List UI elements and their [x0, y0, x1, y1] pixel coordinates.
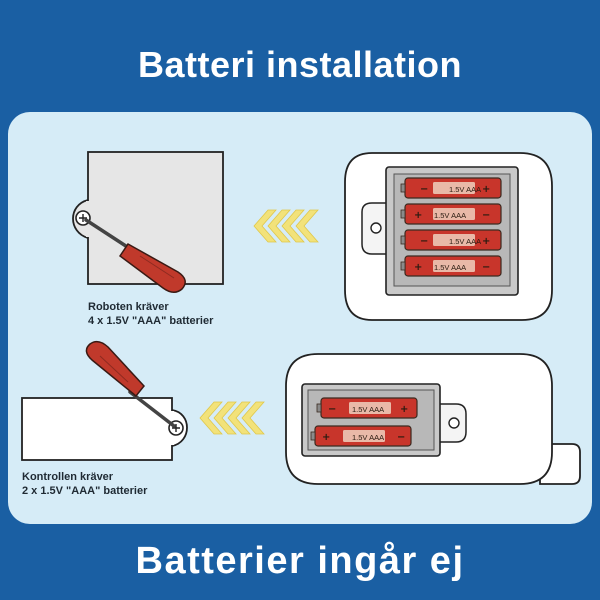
- svg-text:−: −: [420, 184, 428, 195]
- robot-caption: Roboten kräver 4 x 1.5V "AAA" batterier: [88, 300, 213, 328]
- controller-insert-arrows: [199, 401, 265, 435]
- svg-text:1.5V AAA: 1.5V AAA: [434, 263, 466, 272]
- svg-text:1.5V AAA: 1.5V AAA: [352, 433, 384, 442]
- battery: − 1.5V AAA +: [400, 229, 502, 251]
- svg-text:+: +: [482, 236, 490, 247]
- svg-text:+: +: [400, 404, 408, 415]
- svg-text:+: +: [414, 262, 422, 273]
- robot-caption-line2: 4 x 1.5V "AAA" batterier: [88, 315, 214, 327]
- battery: + 1.5V AAA −: [310, 425, 412, 447]
- svg-text:−: −: [328, 404, 336, 415]
- svg-text:1.5V AAA: 1.5V AAA: [449, 237, 481, 246]
- controller-cover-plate: [21, 397, 188, 461]
- controller-battery-housing: [285, 353, 581, 485]
- svg-text:1.5V AAA: 1.5V AAA: [449, 185, 481, 194]
- controller-caption-line2: 2 x 1.5V "AAA" batterier: [22, 485, 148, 497]
- robot-caption-line1: Roboten kräver: [88, 301, 169, 313]
- svg-text:1.5V AAA: 1.5V AAA: [352, 405, 384, 414]
- svg-text:−: −: [482, 210, 490, 221]
- svg-text:−: −: [420, 236, 428, 247]
- svg-text:−: −: [482, 262, 490, 273]
- battery: − 1.5V AAA +: [400, 177, 502, 199]
- controller-batteries: − 1.5V AAA + + 1.5V AAA −: [310, 397, 418, 447]
- svg-text:+: +: [414, 210, 422, 221]
- robot-batteries: − 1.5V AAA + + 1.5V AAA − − 1.5V AAA + +…: [400, 177, 502, 277]
- battery: + 1.5V AAA −: [400, 203, 502, 225]
- svg-text:1.5V AAA: 1.5V AAA: [434, 211, 466, 220]
- battery: + 1.5V AAA −: [400, 255, 502, 277]
- controller-screwdriver: [85, 340, 176, 428]
- batteries-not-included-text: Batterier ingår ej: [135, 540, 465, 582]
- svg-text:+: +: [482, 184, 490, 195]
- page-title: Batteri installation: [137, 44, 463, 85]
- robot-insert-arrows: [253, 209, 319, 243]
- svg-text:−: −: [397, 432, 405, 443]
- battery: − 1.5V AAA +: [316, 397, 418, 419]
- svg-text:+: +: [322, 432, 330, 443]
- controller-caption-line1: Kontrollen kräver: [22, 471, 114, 483]
- controller-caption: Kontrollen kräver 2 x 1.5V "AAA" batteri…: [22, 470, 147, 498]
- robot-screwdriver: [84, 218, 186, 293]
